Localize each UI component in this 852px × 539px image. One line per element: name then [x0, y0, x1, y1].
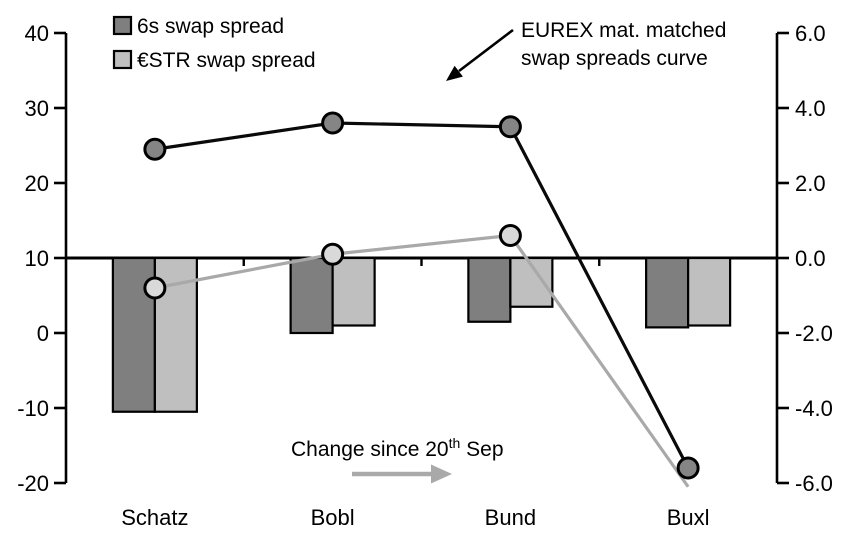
marker-estr-bund	[498, 224, 522, 247]
bar-estr-bobl	[331, 256, 376, 327]
line-6s	[154, 121, 690, 469]
annotation-arrow-line	[458, 28, 514, 73]
right-axis-tick-label: 4.0	[795, 96, 826, 121]
marker-6s-buxl	[676, 456, 700, 480]
right-axis-tick-label: -6.0	[795, 471, 833, 496]
left-axis-tick-label: 0	[37, 321, 49, 346]
x-axis-label-schatz: Schatz	[121, 505, 188, 530]
left-axis-tick-label: 30	[25, 96, 49, 121]
line-estr	[154, 233, 690, 488]
chart-legend: 6s swap spread €STR swap spread	[112, 15, 316, 72]
legend-swatch-estr-icon	[112, 49, 133, 70]
right-axis-tick-label: 0.0	[795, 246, 826, 271]
marker-estr-bobl	[321, 242, 345, 266]
marker-6s-bobl	[321, 111, 345, 135]
bar-6s-bobl	[289, 256, 334, 335]
bar-6s-bund	[467, 256, 512, 323]
right-axis-tick-label: -2.0	[795, 321, 833, 346]
bar-6s-buxl	[645, 256, 690, 329]
legend-swatch-6s-icon	[112, 15, 133, 36]
annotation-arrow-head-icon	[446, 65, 463, 81]
change-since-label: Change since 20th Sep	[291, 435, 504, 461]
left-axis-tick-label: -20	[17, 471, 49, 496]
marker-6s-schatz	[143, 137, 167, 161]
marker-estr-schatz	[143, 276, 167, 300]
curve-annotation: EUREX mat. matched swap spreads curve	[446, 19, 726, 81]
annotation-text-line-1: EUREX mat. matched	[521, 19, 726, 42]
legend-label-estr: €STR swap spread	[137, 49, 316, 72]
right-axis-tick-label: 6.0	[795, 21, 826, 46]
x-axis-label-bund: Bund	[485, 505, 536, 530]
right-axis-tick-label: -4.0	[795, 396, 833, 421]
left-axis-tick-label: 20	[25, 171, 49, 196]
change-arrow-head-icon	[431, 464, 452, 484]
right-axis-tick-label: 2.0	[795, 171, 826, 196]
legend-label-6s: 6s swap spread	[137, 15, 284, 38]
bar-estr-buxl	[687, 256, 732, 327]
marker-6s-bund	[498, 115, 522, 139]
left-axis-tick-label: -10	[17, 396, 49, 421]
x-axis-label-bobl: Bobl	[311, 505, 355, 530]
plot-area: 40 30 20 10 0 -10 -20 6.0 4.0 2.0 0.0 -2.0 -4.0 -6.0S…	[17, 21, 833, 530]
left-axis-tick-label: 40	[25, 21, 49, 46]
x-axis-label-buxl: Buxl	[667, 505, 710, 530]
annotation-text-line-2: swap spreads curve	[521, 47, 708, 70]
change-since-note: Change since 20th Sep	[291, 435, 504, 484]
left-axis-tick-label: 10	[25, 246, 49, 271]
